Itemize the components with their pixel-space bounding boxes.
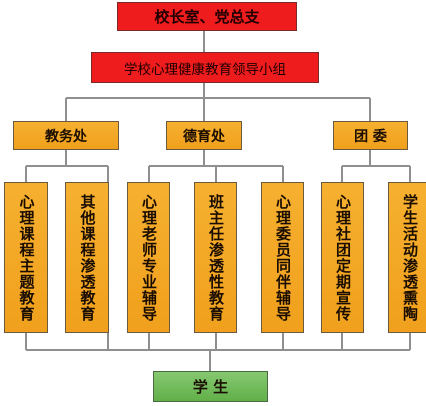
subunit-label: 班主任渗透性教育 [207,193,225,322]
dept-box-academic: 教务处 [13,121,119,150]
subunit-box: 心理社团定期宣传 [321,182,364,333]
students-box: 学 生 [153,371,268,402]
subunit-label: 心理课程主题教育 [17,193,36,322]
top-box-title: 校长室、党总支 [154,8,260,26]
subunit-box: 学生活动渗透熏陶 [388,182,426,333]
subunit-label: 心理社团定期宣传 [334,193,352,322]
subunit-box: 心理课程主题教育 [4,182,48,333]
subunit-box: 心理委员同伴辅导 [261,182,304,333]
subunit-label: 其他课程渗透教育 [78,193,97,322]
subunit-label: 学生活动渗透熏陶 [401,193,419,322]
dept-box-moral: 德育处 [166,121,242,150]
subunit-box: 心理老师专业辅导 [127,182,170,333]
dept-box-league: 团 委 [333,121,408,150]
subunit-box: 班主任渗透性教育 [194,182,237,333]
leadership-title: 学校心理健康教育领导小组 [124,61,286,78]
subunit-box: 其他课程渗透教育 [65,182,109,333]
top-box: 校长室、党总支 [117,2,297,31]
leadership-box: 学校心理健康教育领导小组 [91,52,319,83]
subunit-label: 心理老师专业辅导 [140,193,158,322]
students-title: 学 生 [192,378,229,396]
dept-label: 教务处 [45,128,87,145]
dept-label: 德育处 [183,128,225,145]
dept-label: 团 委 [354,128,387,145]
subunit-label: 心理委员同伴辅导 [274,193,292,322]
